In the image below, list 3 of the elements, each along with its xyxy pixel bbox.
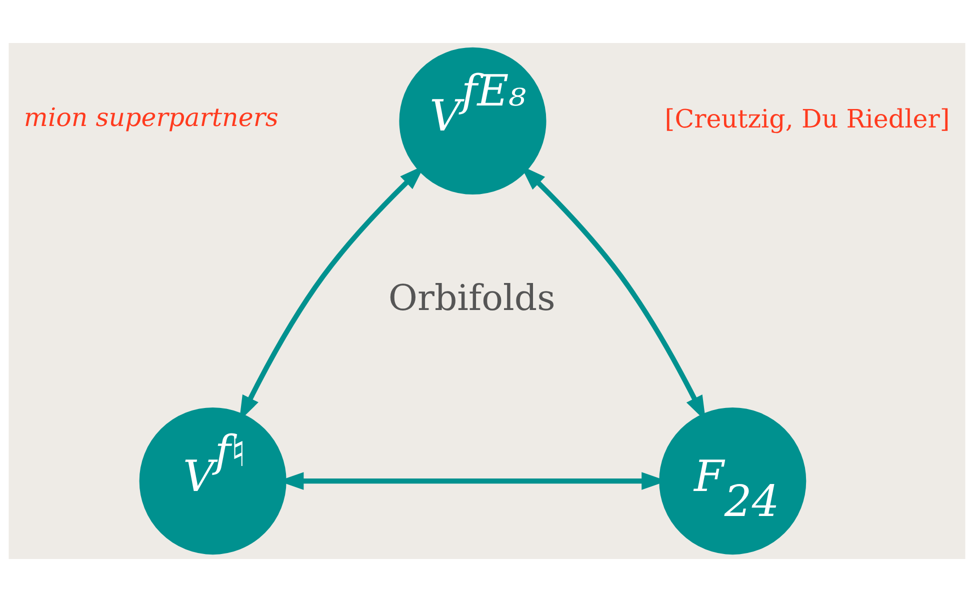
label: mion superpartners: [24, 102, 278, 132]
label: [Creutzig, Du Riedler]: [664, 103, 950, 134]
label: Orbifolds: [388, 278, 556, 319]
